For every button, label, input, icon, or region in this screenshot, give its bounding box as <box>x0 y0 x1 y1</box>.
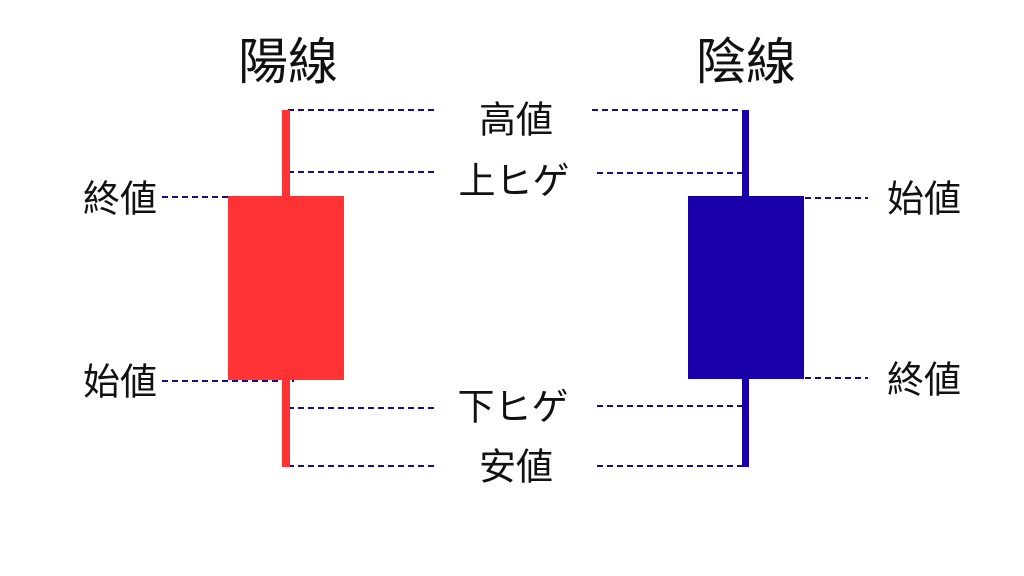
bearish-title: 陰線 <box>696 33 796 91</box>
bearish-close-label: 終値 <box>887 358 961 402</box>
bullish-title: 陽線 <box>238 33 338 91</box>
bullish-body <box>228 196 344 380</box>
bearish-body <box>688 196 804 379</box>
label-high: 高値 <box>479 98 553 142</box>
label-low: 安値 <box>479 445 553 489</box>
bullish-close-label: 終値 <box>83 177 157 221</box>
label-upper-shadow: 上ヒゲ <box>458 159 570 203</box>
label-lower-shadow: 下ヒゲ <box>457 385 569 429</box>
bullish-open-label: 始値 <box>83 360 157 404</box>
guide-lines <box>162 109 868 467</box>
bearish-open-label: 始値 <box>887 177 961 221</box>
